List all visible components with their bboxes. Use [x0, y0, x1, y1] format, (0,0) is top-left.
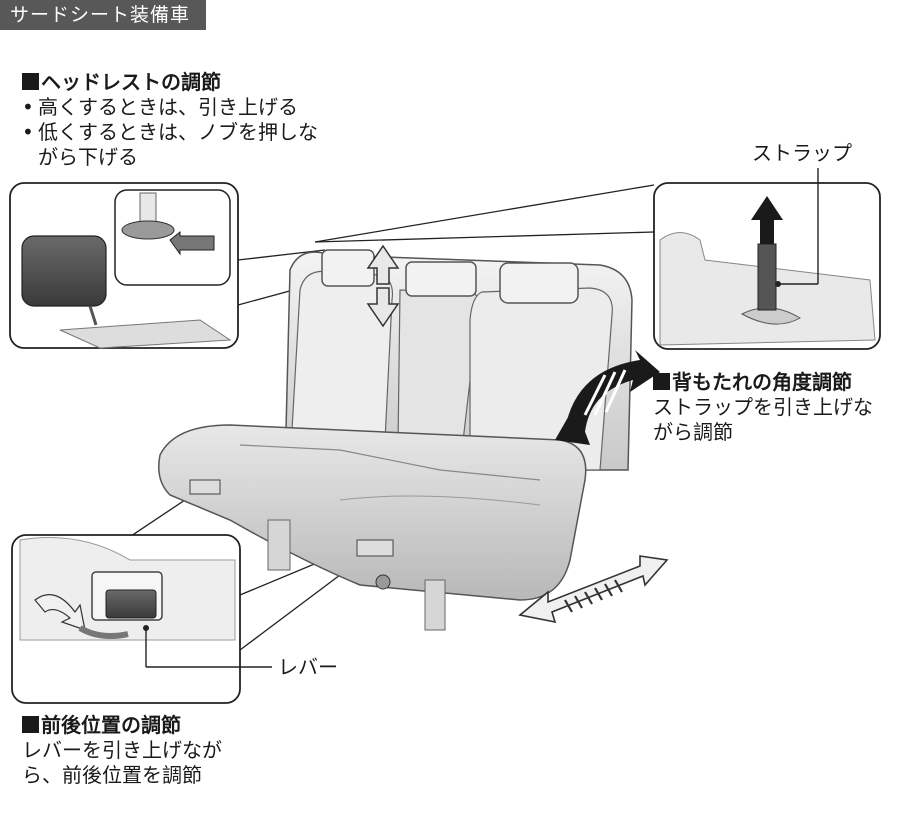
lever-detail-callout — [11, 534, 272, 704]
square-bullet-icon — [22, 716, 39, 733]
lever-label: レバー — [278, 655, 338, 679]
square-bullet-icon — [22, 73, 39, 90]
recline-line-2: がら調節 — [653, 420, 733, 444]
slide-heading: 前後位置の調節 — [41, 713, 181, 737]
headrest-heading: ヘッドレストの調節 — [41, 70, 221, 94]
headrest-detail-callout — [9, 182, 239, 349]
slide-line-1: レバーを引き上げなが — [22, 738, 222, 762]
recline-line-1: ストラップを引き上げな — [653, 395, 873, 419]
headrest-bullet-1: 高くするときは、引き上げる — [38, 95, 298, 119]
recline-curved-arrow-icon — [555, 350, 660, 445]
headrest-instructions: ヘッドレストの調節 •高くするときは、引き上げる •低くするときは、ノブを押しな… — [22, 70, 318, 170]
strap-label: ストラップ — [752, 141, 852, 165]
bullet-dot-icon: • — [22, 120, 34, 144]
slide-line-2: ら、前後位置を調節 — [22, 763, 202, 787]
section-title-tab: サードシート装備車 — [0, 0, 207, 30]
strap-detail-callout — [653, 168, 881, 350]
headrest-updown-arrow-icon — [366, 244, 400, 328]
headrest-bullet-2: 低くするときは、ノブを押しな — [38, 120, 318, 144]
square-bullet-icon — [653, 373, 670, 390]
slide-double-arrow-icon — [518, 555, 669, 624]
recline-heading: 背もたれの角度調節 — [672, 370, 852, 394]
headrest-bullet-2-cont: がら下げる — [38, 145, 138, 169]
slide-instructions: 前後位置の調節 レバーを引き上げなが ら、前後位置を調節 — [22, 713, 222, 788]
recline-instructions: 背もたれの角度調節 ストラップを引き上げな がら調節 — [653, 370, 873, 445]
bullet-dot-icon: • — [22, 95, 34, 119]
